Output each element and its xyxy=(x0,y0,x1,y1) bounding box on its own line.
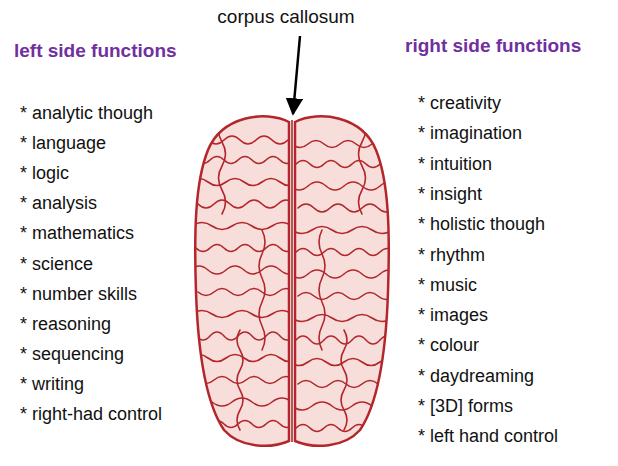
function-item: * reasoning xyxy=(20,314,111,336)
function-item: * images xyxy=(418,305,488,327)
function-item: * left hand control xyxy=(418,426,558,448)
function-item: * number skills xyxy=(20,284,137,306)
function-item: * daydreaming xyxy=(418,366,534,388)
midline-fissure xyxy=(291,120,293,442)
function-item: * mathematics xyxy=(20,223,134,245)
function-item: * creativity xyxy=(418,93,501,115)
function-item: * colour xyxy=(418,335,479,357)
leader-arrow xyxy=(293,36,300,114)
function-item: * writing xyxy=(20,374,84,396)
function-item: * logic xyxy=(20,163,69,185)
function-item: * holistic though xyxy=(418,214,545,236)
function-item: * science xyxy=(20,254,93,276)
function-item: * sequencing xyxy=(20,344,124,366)
function-item: * language xyxy=(20,133,106,155)
function-item: * [3D] forms xyxy=(418,396,513,418)
function-item: * rhythm xyxy=(418,245,485,267)
right-hemisphere xyxy=(290,116,398,445)
section-heading: right side functions xyxy=(405,35,581,58)
callout-label: corpus callosum xyxy=(217,6,354,29)
function-item: * imagination xyxy=(418,123,522,145)
function-item: * right-had control xyxy=(20,404,162,426)
function-item: * intuition xyxy=(418,154,492,176)
left-hemisphere xyxy=(190,116,298,445)
function-item: * insight xyxy=(418,184,482,206)
function-item: * music xyxy=(418,275,477,297)
function-item: * analysis xyxy=(20,193,97,215)
section-heading: left side functions xyxy=(14,40,177,63)
function-item: * analytic though xyxy=(20,103,153,125)
